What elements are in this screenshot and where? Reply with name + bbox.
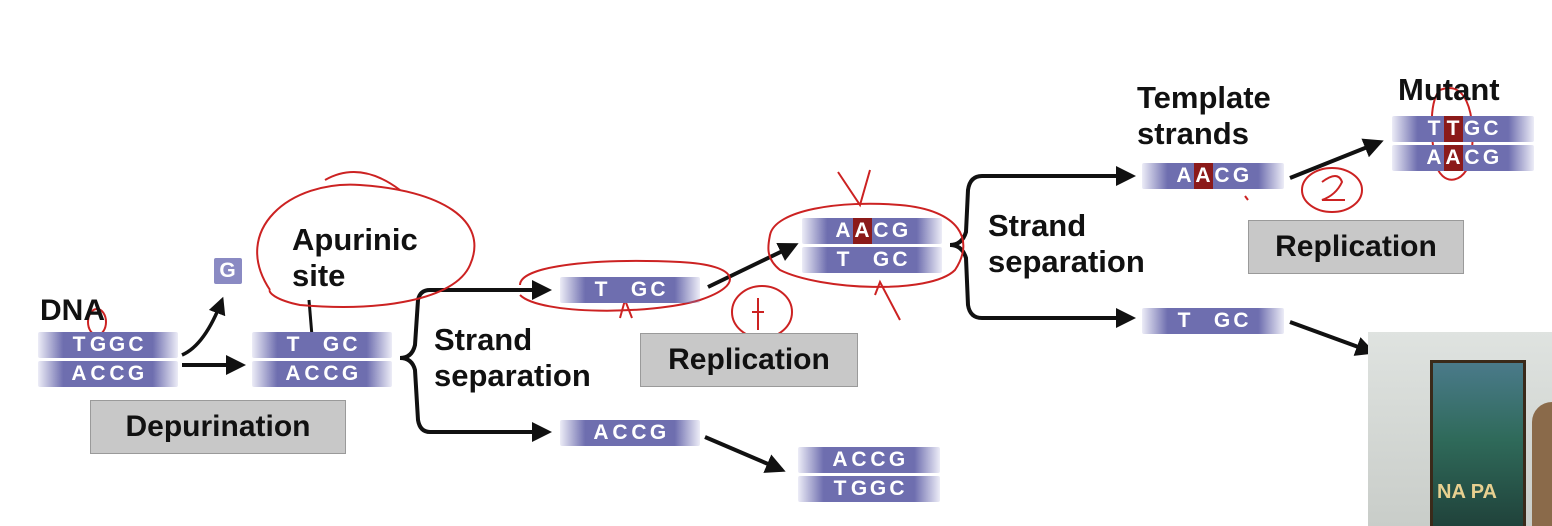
free-base: G	[214, 258, 242, 284]
arrow-replication-2	[1289, 138, 1384, 180]
depurination-box: Depurination	[90, 400, 346, 454]
presenter-video[interactable]: NA PA	[1368, 332, 1552, 526]
mutant-label: Mutant	[1398, 72, 1500, 107]
arrow-base-release	[181, 296, 226, 357]
arrow-replication-1	[707, 242, 799, 289]
replication-box-2: Replication	[1248, 220, 1464, 274]
bracket-separation-1	[399, 280, 552, 360]
replication-box-1: Replication	[640, 333, 858, 387]
presenter-figure	[1532, 402, 1552, 526]
arrow-replication-lower-2	[1289, 320, 1376, 356]
strand-separation-label-2: Strand separation	[988, 208, 1145, 279]
arrow-replication-lower	[704, 435, 786, 473]
template-strands-label: Template strands	[1137, 80, 1271, 151]
poster-image: NA PA	[1430, 360, 1526, 526]
strand-separation-label-1: Strand separation	[434, 322, 591, 393]
apurinic-site-label: Apurinic site	[292, 222, 418, 293]
poster-text: NA PA	[1437, 481, 1497, 503]
dna-label: DNA	[40, 294, 105, 327]
bracket-separation-2	[949, 166, 1136, 247]
